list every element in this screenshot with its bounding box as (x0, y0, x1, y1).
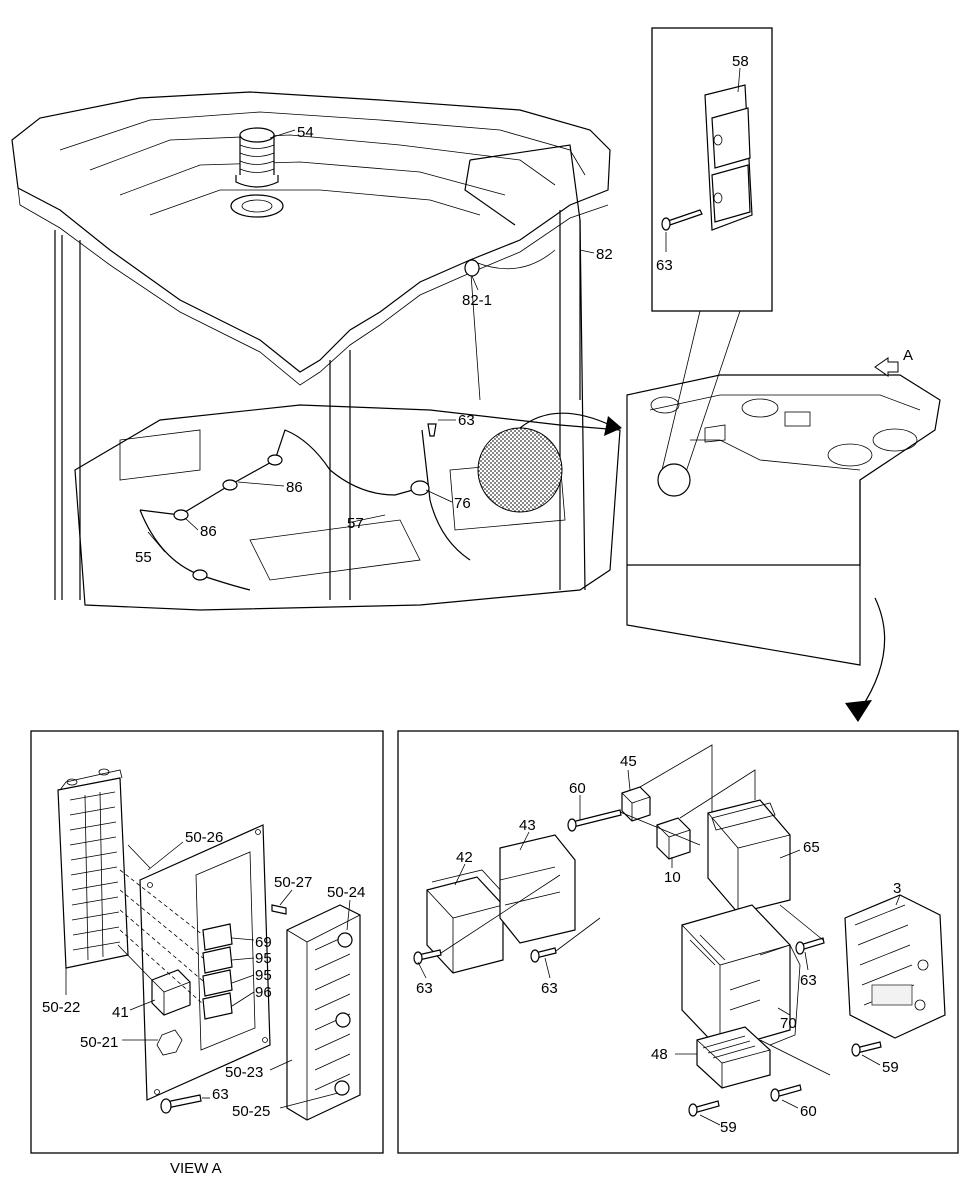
label-86-upper: 86 (286, 479, 303, 496)
overview-leaders (147, 129, 595, 553)
label-50-26: 50-26 (185, 829, 223, 846)
view-arrow-label: A (903, 347, 913, 364)
label-60-upper: 60 (569, 780, 586, 797)
label-57: 57 (347, 515, 364, 532)
label-95-upper: 95 (255, 950, 272, 967)
label-82: 82 (596, 246, 613, 263)
label-60-bottom: 60 (800, 1103, 817, 1120)
label-41: 41 (112, 1004, 129, 1021)
controller-detail-box (397, 730, 959, 1154)
label-63-overview: 63 (458, 412, 475, 429)
label-59-right: 59 (882, 1059, 899, 1076)
zoom-callout-circle (477, 427, 563, 513)
view-a-caption: VIEW A (170, 1160, 222, 1177)
label-3: 3 (893, 880, 901, 897)
label-42: 42 (456, 849, 473, 866)
label-50-23: 50-23 (225, 1064, 263, 1081)
label-76: 76 (454, 495, 471, 512)
label-58: 58 (732, 53, 749, 70)
beacon-lamp (230, 127, 284, 218)
overview-cab-drawing (11, 91, 622, 611)
label-96: 96 (255, 984, 272, 1001)
label-45: 45 (620, 753, 637, 770)
label-48: 48 (651, 1046, 668, 1063)
label-63-right: 63 (800, 972, 817, 989)
label-63-inset: 63 (656, 257, 673, 274)
label-86-lower: 86 (200, 523, 217, 540)
label-65: 65 (803, 839, 820, 856)
label-50-27: 50-27 (274, 874, 312, 891)
label-82-1: 82-1 (462, 292, 492, 309)
label-70: 70 (780, 1015, 797, 1032)
label-63-middle: 63 (541, 980, 558, 997)
label-55: 55 (135, 549, 152, 566)
view-a-box (30, 730, 384, 1154)
relay-inset-box (651, 27, 773, 473)
label-69: 69 (255, 934, 272, 951)
label-63-view-a: 63 (212, 1086, 229, 1103)
label-54: 54 (297, 124, 314, 141)
label-50-24: 50-24 (327, 884, 365, 901)
label-50-25: 50-25 (232, 1103, 270, 1120)
label-95-lower: 95 (255, 967, 272, 984)
label-10: 10 (664, 869, 681, 886)
label-63-left: 63 (416, 980, 433, 997)
label-50-22: 50-22 (42, 999, 80, 1016)
label-50-21: 50-21 (80, 1034, 118, 1051)
label-43: 43 (519, 817, 536, 834)
side-panel-cutaway (626, 357, 941, 722)
label-59-bottom: 59 (720, 1119, 737, 1136)
